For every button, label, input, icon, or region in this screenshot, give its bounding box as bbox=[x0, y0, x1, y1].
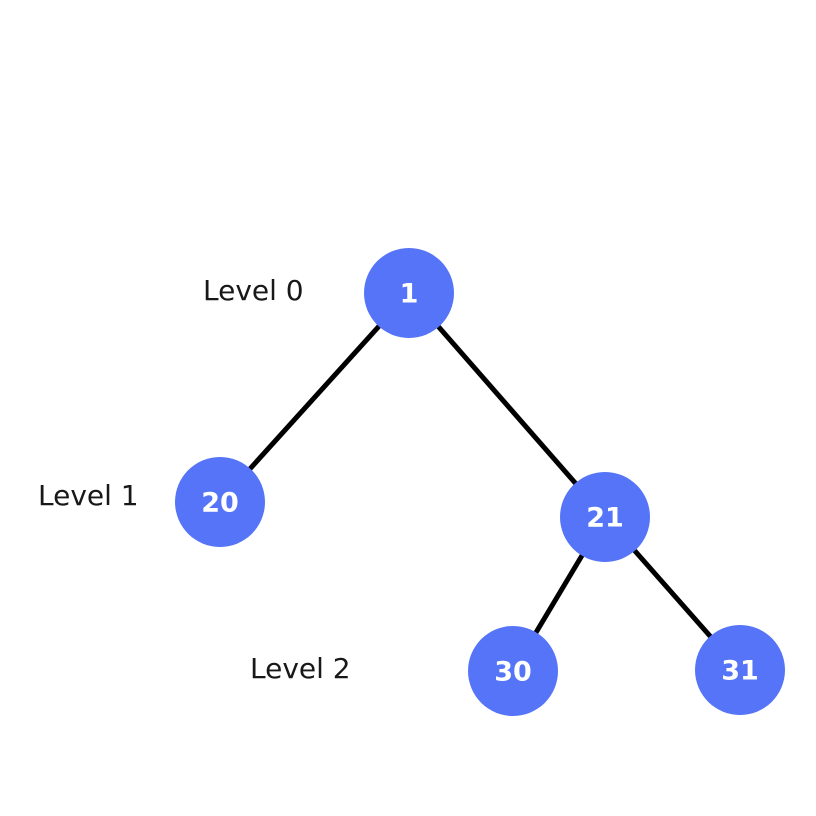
tree-node-21[interactable]: 21 bbox=[560, 472, 650, 562]
tree-node-label-21: 21 bbox=[586, 503, 624, 534]
tree-node-label-31: 31 bbox=[721, 656, 759, 687]
tree-node-circle-21[interactable] bbox=[560, 472, 650, 562]
level-label-0: Level 0 bbox=[203, 274, 304, 307]
level-label-1: Level 1 bbox=[38, 479, 139, 512]
tree-node-label-1: 1 bbox=[400, 279, 419, 310]
tree-node-label-30: 30 bbox=[494, 657, 532, 688]
tree-edge-n1-n20 bbox=[218, 291, 411, 504]
node-layer: 1 20 21 30 31 bbox=[175, 248, 785, 716]
tree-node-1[interactable]: 1 bbox=[364, 248, 454, 338]
tree-edge-n1-n21 bbox=[407, 291, 607, 519]
tree-node-circle-31[interactable] bbox=[695, 625, 785, 715]
level-label-layer: Level 0 Level 1 Level 2 bbox=[38, 274, 351, 685]
tree-node-label-20: 20 bbox=[201, 488, 239, 519]
tree-node-31[interactable]: 31 bbox=[695, 625, 785, 715]
level-label-2: Level 2 bbox=[250, 652, 351, 685]
tree-node-20[interactable]: 20 bbox=[175, 457, 265, 547]
tree-node-30[interactable]: 30 bbox=[468, 626, 558, 716]
edge-layer bbox=[218, 291, 742, 673]
tree-node-circle-30[interactable] bbox=[468, 626, 558, 716]
tree-node-circle-1[interactable] bbox=[364, 248, 454, 338]
tree-node-circle-20[interactable] bbox=[175, 457, 265, 547]
